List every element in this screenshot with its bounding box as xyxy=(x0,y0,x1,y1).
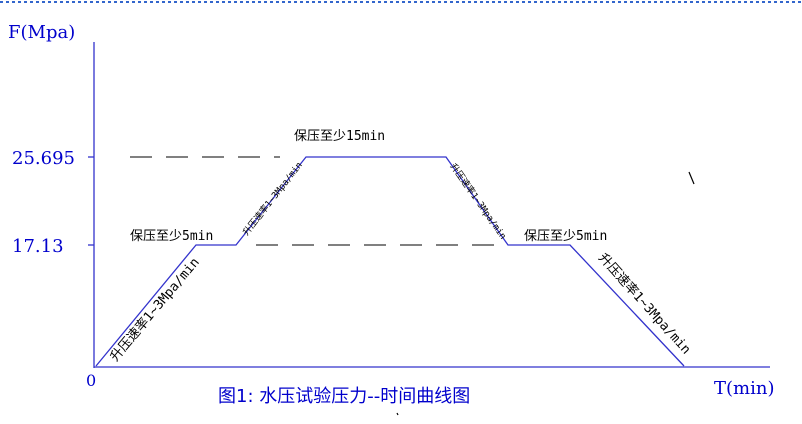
origin-label: 0 xyxy=(86,371,96,390)
x-axis-label: T(min) xyxy=(714,378,774,399)
stray-mark xyxy=(688,171,695,185)
label-ramp-up-2: 升压速率1~3Mpa/min xyxy=(240,159,305,237)
label-ramp-down-1: 升压速率1~3Mpa/min xyxy=(448,161,510,242)
label-ramp-up-1: 升压速率1~3Mpa/min xyxy=(107,254,203,364)
stray-dot xyxy=(396,412,399,416)
label-ramp-down-2: 升压速率1~3Mpa/min xyxy=(595,250,694,358)
y-tick-17-13: 17.13 xyxy=(12,236,64,257)
y-tick-25-695: 25.695 xyxy=(12,148,75,169)
figure-caption: 图1: 水压试验压力--时间曲线图 xyxy=(218,386,470,407)
label-hold-low-2: 保压至少5min xyxy=(524,229,607,244)
y-axis-label: F(Mpa) xyxy=(8,22,75,43)
label-hold-low-1: 保压至少5min xyxy=(130,229,213,244)
pressure-profile-curve xyxy=(95,156,685,367)
label-hold-high: 保压至少15min xyxy=(294,129,385,144)
